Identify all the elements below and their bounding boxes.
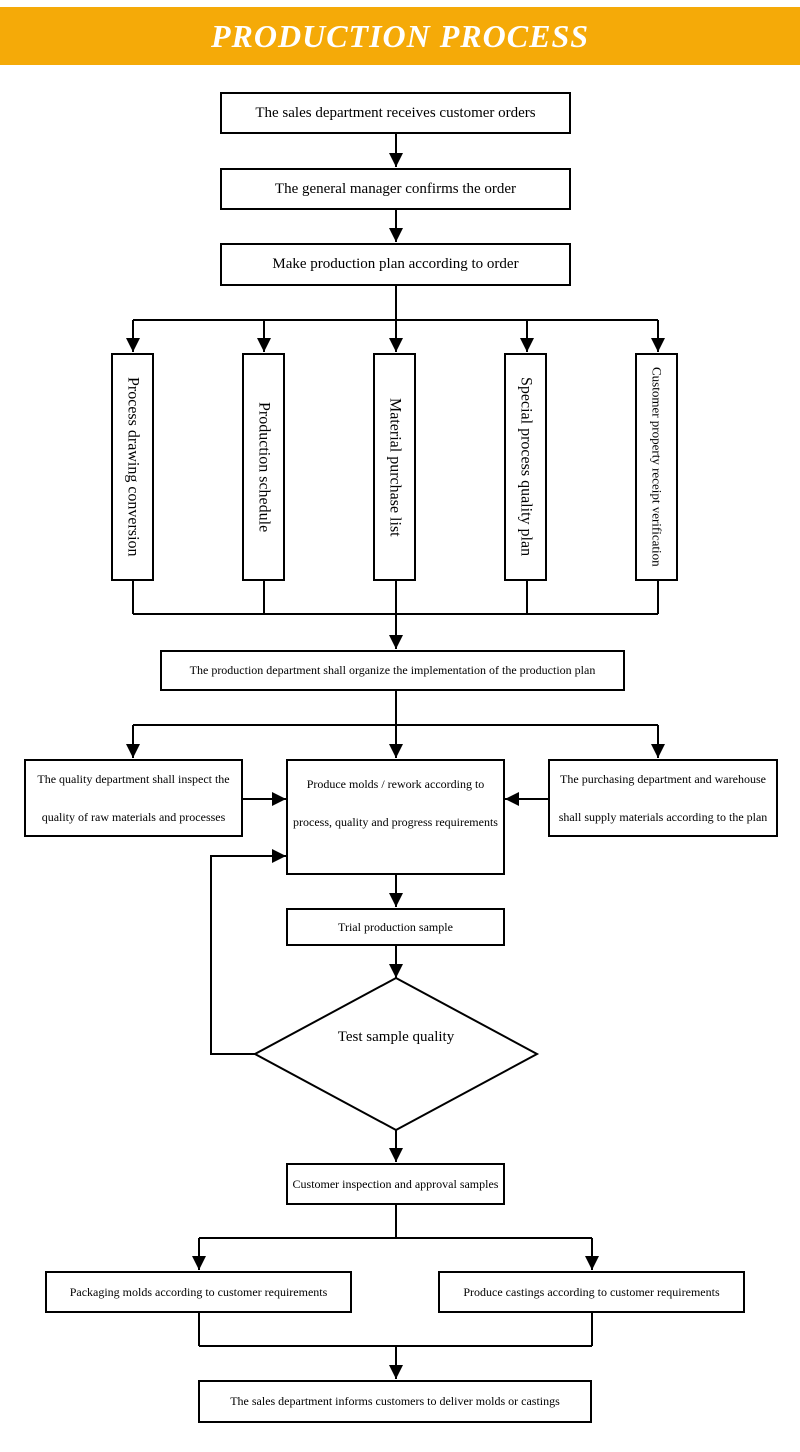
- step-deliver: The sales department informs customers t…: [198, 1380, 592, 1423]
- step-customer-approval-label: Customer inspection and approval samples: [292, 1176, 499, 1191]
- decision-test-quality-label: Test sample quality: [337, 1029, 455, 1045]
- step-quality-inspect: The quality department shall inspect the…: [24, 759, 243, 837]
- arrow-rework-loop: [210, 849, 286, 1055]
- step-produce-molds: Produce molds / rework according to proc…: [286, 759, 505, 875]
- step-confirm-order-label: The general manager confirms the order: [274, 180, 517, 197]
- step-quality-inspect-line1: The quality department shall inspect the: [37, 772, 230, 786]
- step-trial-sample-label: Trial production sample: [338, 919, 453, 934]
- step-castings-label: Produce castings according to customer r…: [463, 1284, 720, 1299]
- step-receive-orders: The sales department receives customer o…: [220, 92, 571, 134]
- decision-diamond: [252, 976, 540, 1132]
- step-packaging-label: Packaging molds according to customer re…: [69, 1284, 328, 1299]
- step-produce-molds-line1: Produce molds / rework according to: [306, 777, 485, 791]
- step-deliver-label: The sales department informs customers t…: [230, 1394, 560, 1408]
- branch-process-drawing: Process drawing conversion: [111, 353, 154, 581]
- branch-material-purchase: Material purchase list: [373, 353, 416, 581]
- step-customer-approval: Customer inspection and approval samples: [286, 1163, 505, 1205]
- step-make-plan-label: Make production plan according to order: [272, 256, 519, 272]
- branch-customer-property-label: Customer property receipt verification: [649, 367, 665, 567]
- step-purchasing: The purchasing department and warehouse …: [548, 759, 778, 837]
- branch-production-schedule: Production schedule: [242, 353, 285, 581]
- step-confirm-order: The general manager confirms the order: [220, 168, 571, 210]
- branch-material-purchase-label: Material purchase list: [386, 397, 404, 537]
- step-purchasing-line2: shall supply materials according to the …: [558, 810, 768, 824]
- step-quality-inspect-line2: quality of raw materials and processes: [41, 810, 226, 824]
- branch-process-drawing-label: Process drawing conversion: [124, 377, 142, 557]
- header-banner: PRODUCTION PROCESS: [0, 7, 800, 65]
- page-title: PRODUCTION PROCESS: [210, 18, 590, 54]
- step-purchasing-line1: The purchasing department and warehouse: [560, 772, 766, 786]
- branch-customer-property: Customer property receipt verification: [635, 353, 678, 581]
- step-receive-orders-label: The sales department receives customer o…: [255, 104, 536, 121]
- step-organize: The production department shall organize…: [160, 650, 625, 691]
- branch-special-process-label: Special process quality plan: [517, 377, 535, 557]
- branch-special-process: Special process quality plan: [504, 353, 547, 581]
- branch-production-schedule-label: Production schedule: [255, 401, 273, 533]
- step-organize-label: The production department shall organize…: [189, 663, 596, 677]
- step-trial-sample: Trial production sample: [286, 908, 505, 946]
- step-packaging: Packaging molds according to customer re…: [45, 1271, 352, 1313]
- step-castings: Produce castings according to customer r…: [438, 1271, 745, 1313]
- step-make-plan: Make production plan according to order: [220, 243, 571, 286]
- step-produce-molds-line2: process, quality and progress requiremen…: [293, 815, 498, 829]
